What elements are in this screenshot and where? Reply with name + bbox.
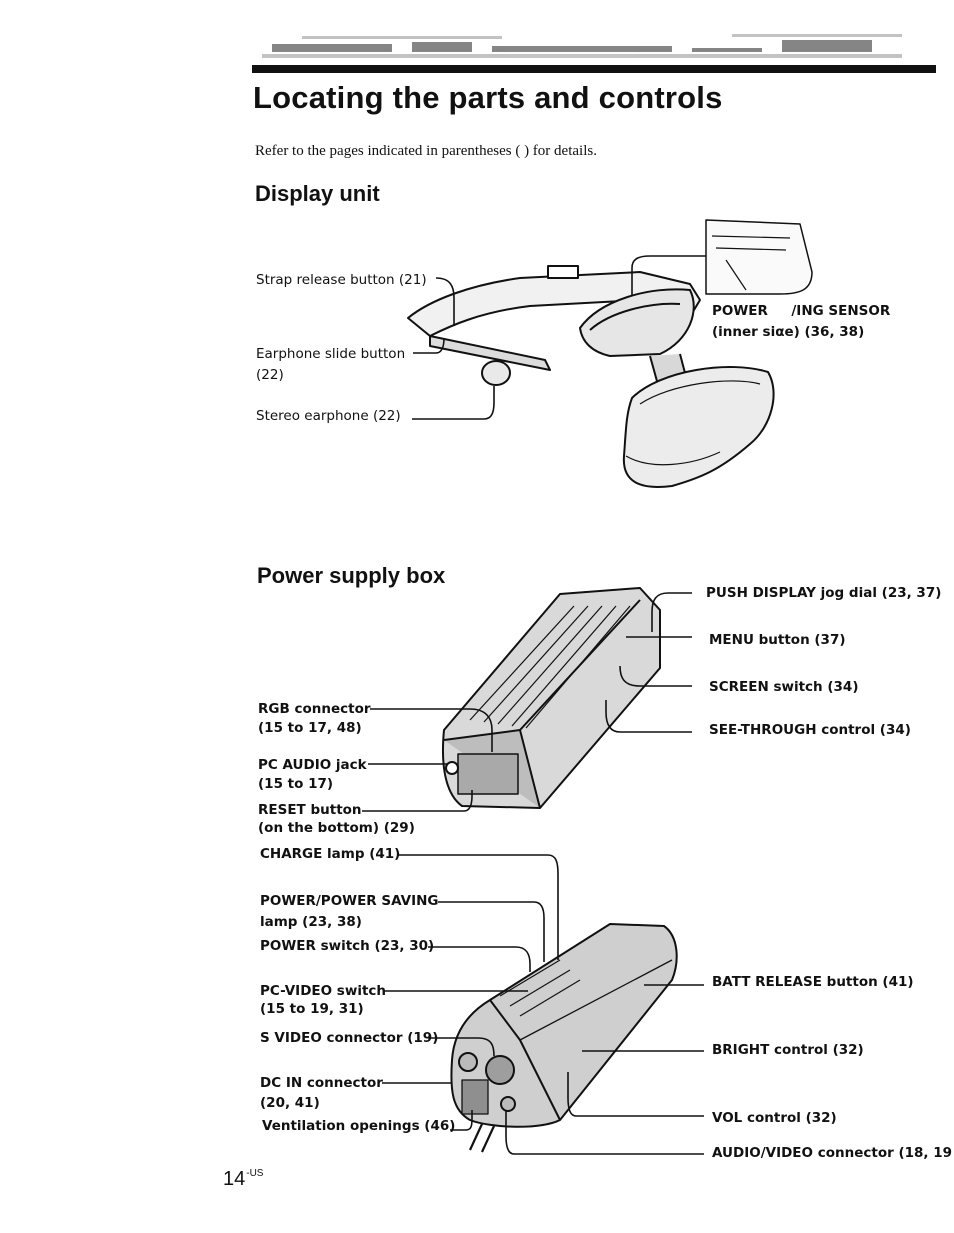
- label-dc-in-connector-pages: (20, 41): [260, 1095, 320, 1111]
- label-power-saving-lamp-pages: lamp (23, 38): [260, 914, 362, 930]
- label-pc-video-switch: PC-VIDEO switch: [260, 983, 387, 999]
- label-ventilation-openings: Ventilation openings (46): [262, 1118, 456, 1134]
- heading-display-unit: Display unit: [255, 181, 380, 206]
- label-reset-button-location: (on the bottom) (29): [258, 820, 415, 836]
- label-power-switch: POWER switch (23, 30): [260, 938, 435, 954]
- label-power-saving-sensor: POWER /ING SENSOR: [712, 303, 891, 319]
- display-unit-illustration: [407, 219, 813, 488]
- label-charge-lamp: CHARGE lamp (41): [260, 846, 401, 862]
- power-box-top-illustration: [441, 587, 661, 809]
- label-pc-audio-jack: PC AUDIO jack: [258, 757, 367, 773]
- label-audio-video-connector: AUDIO/VIDEO connector (18, 19: [712, 1145, 953, 1161]
- heading-power-supply-box: Power supply box: [257, 563, 446, 588]
- label-power-saving-lamp: POWER/POWER SAVING: [260, 893, 439, 909]
- label-earphone-slide-button: Earphone slide button: [256, 346, 406, 362]
- label-batt-release-button: BATT RELEASE button (41): [712, 974, 914, 990]
- label-earphone-slide-button-page: (22): [256, 367, 284, 383]
- page-number-value: 14: [223, 1168, 246, 1190]
- label-stereo-earphone: Stereo earphone (22): [256, 408, 401, 424]
- label-screen-switch: SCREEN switch (34): [709, 679, 859, 695]
- page-number: 14-US: [223, 1168, 263, 1191]
- power-box-bottom-illustration: [450, 923, 678, 1153]
- label-strap-release-button: Strap release button (21): [256, 272, 427, 288]
- label-pc-video-switch-pages: (15 to 19, 31): [260, 1001, 364, 1017]
- label-rgb-connector: RGB connector: [258, 701, 371, 717]
- label-menu-button: MENU button (37): [709, 632, 846, 648]
- page-number-suffix: -US: [246, 1168, 264, 1179]
- label-see-through-control: SEE-THROUGH control (34): [709, 722, 911, 738]
- intro-text: Refer to the pages indicated in parenthe…: [255, 143, 597, 159]
- label-power-saving-sensor-detail: (inner siαe) (36, 38): [712, 324, 865, 340]
- label-pc-audio-jack-pages: (15 to 17): [258, 776, 334, 792]
- header-rule: [252, 65, 936, 73]
- label-vol-control: VOL control (32): [712, 1110, 837, 1126]
- page-title: Locating the parts and controls: [253, 80, 723, 115]
- label-dc-in-connector: DC IN connector: [260, 1075, 383, 1091]
- label-rgb-connector-pages: (15 to 17, 48): [258, 720, 362, 736]
- header-texture: [262, 34, 902, 58]
- label-s-video-connector: S VIDEO connector (19): [260, 1030, 439, 1046]
- label-reset-button: RESET button: [258, 802, 362, 818]
- label-bright-control: BRIGHT control (32): [712, 1042, 864, 1058]
- label-push-display-jog-dial: PUSH DISPLAY jog dial (23, 37): [706, 585, 942, 601]
